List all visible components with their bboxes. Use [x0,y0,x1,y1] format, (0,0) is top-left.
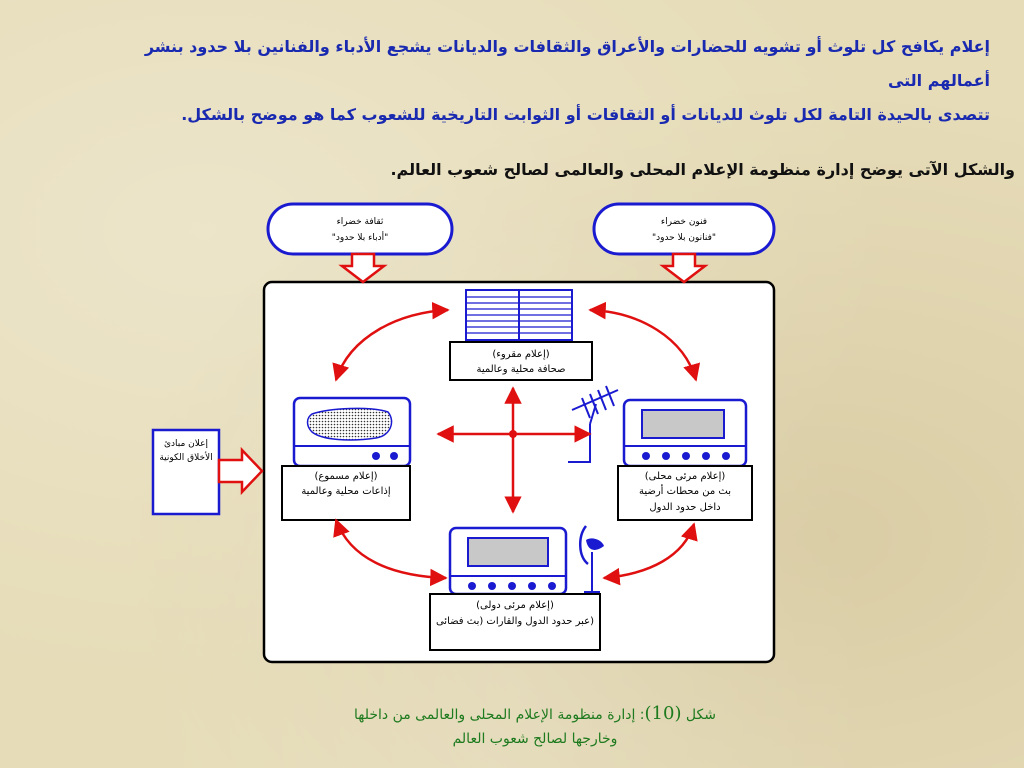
intro-line-1: إعلام يكافح كل تلوث أو تشويه للحضارات وا… [144,37,990,90]
satellite-dish-icon [579,525,604,593]
radio-media-line-1: (إعلام مسموع) [314,471,377,482]
print-media-line-1: (إعلام مقروء) [492,349,549,360]
radio-icon [292,396,412,468]
side-note-line-1: إعلان مبادئ [164,439,208,449]
cycle-arrows [332,301,701,587]
radio-media-box: (إعلام مسموع) إذاعات محلية وعالمية [281,465,411,521]
local-tv-line-1: (إعلام مرئى محلى) [645,471,726,482]
right-down-arrow [659,252,709,284]
print-media-box: (إعلام مقروء) صحافة محلية وعالمية [449,341,593,381]
international-tv-line-1: (إعلام مرئى دولى) [476,600,554,611]
caption-line-1-text: : إدارة منظومة الإعلام المحلى والعالمى م… [353,707,645,723]
figure-caption: شكل (10): إدارة منظومة الإعلام المحلى وا… [300,702,770,751]
center-cross-arrows [436,386,592,514]
lead-sentence: والشكل الآتى يوضح إدارة منظومة الإعلام ا… [390,160,1015,179]
side-note-line-2: الأخلاق الكونية [159,451,212,463]
left-down-arrow [338,252,388,284]
left-pill-line-2: "أدباء بلا حدود" [332,231,389,243]
caption-line-1: شكل (10): إدارة منظومة الإعلام المحلى وا… [300,702,770,727]
caption-prefix: شكل [685,707,716,723]
intro-line-2: تتصدى بالحيدة التامة لكل تلوث للديانات أ… [181,105,990,124]
local-tv-line-3: داخل حدود الدول [649,502,720,513]
right-pill-line-1: فنون خضراء [661,217,707,227]
international-tv-box: (إعلام مرئى دولى) (عبر حدود الدول والقار… [429,593,601,651]
side-note-box: إعلان مبادئ الأخلاق الكونية [151,428,221,516]
left-pill-line-1: ثقافة خضراء [337,217,384,227]
newspaper-icon [465,289,573,341]
center-node [509,430,517,438]
left-pill: ثقافة خضراء "أدباء بلا حدود" [266,202,454,256]
figure-number: (10) [644,703,682,724]
print-media-line-2: صحافة محلية وعالمية [476,364,565,375]
right-pill: فنون خضراء "فنانون بلا حدود" [592,202,776,256]
local-tv-line-2: بث من محطات أرضية [639,484,731,497]
side-right-arrow [217,446,264,496]
international-tv-line-2: (عبر حدود الدول والقارات (بث فضائى [436,616,594,627]
local-tv-box: (إعلام مرئى محلى) بث من محطات أرضية داخل… [617,465,753,521]
caption-line-2: وخارجها لصالح شعوب العالم [452,731,618,747]
radio-media-line-2: إذاعات محلية وعالمية [301,486,391,497]
right-pill-line-2: "فنانون بلا حدود" [652,233,716,243]
antenna-icon [568,385,619,463]
international-tv-icon [448,526,568,596]
local-tv-icon [622,398,748,468]
intro-paragraph: إعلام يكافح كل تلوث أو تشويه للحضارات وا… [80,30,990,132]
